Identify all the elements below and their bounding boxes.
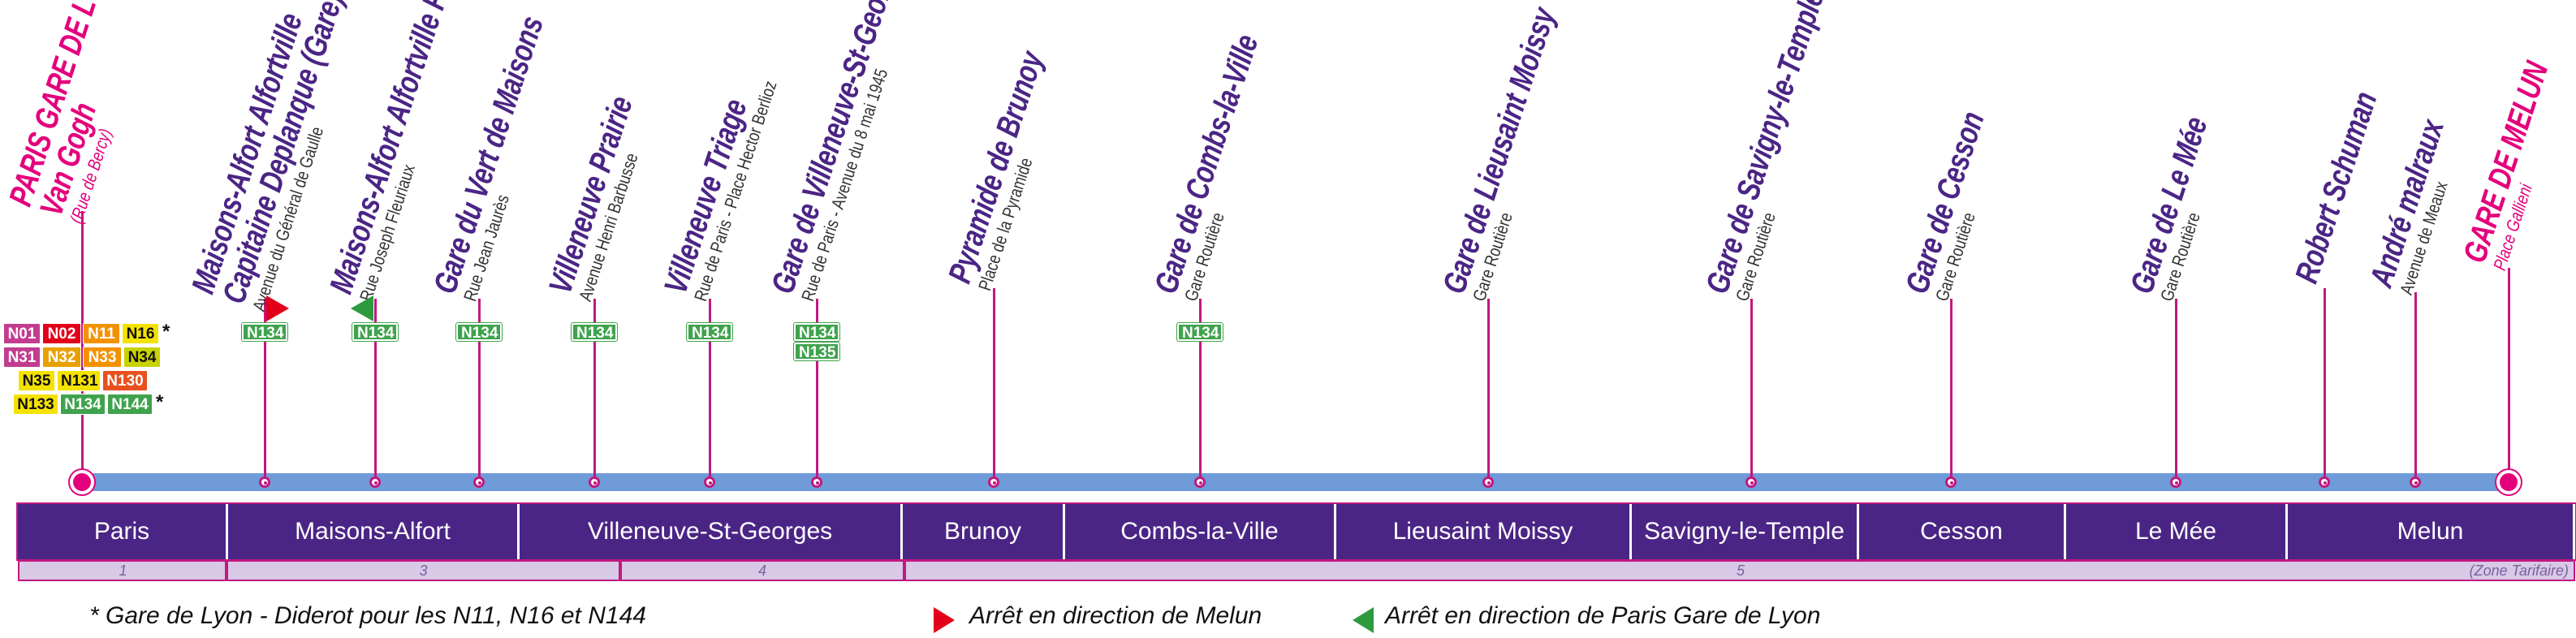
stop-connector	[374, 299, 377, 482]
stop-marker	[589, 476, 600, 488]
commune-label: Cesson	[1859, 504, 2066, 559]
gare-de-lyon-note: * Gare de Lyon - Diderot pour les N11, N…	[89, 602, 646, 629]
stop-marker	[2170, 476, 2181, 488]
commune-label: Villeneuve-St-Georges	[520, 504, 903, 559]
stop-connector	[478, 299, 481, 482]
green-flag-icon	[351, 295, 373, 321]
stop-marker	[473, 476, 485, 488]
paris-line-badge: N32	[42, 347, 81, 368]
paris-line-badge: N34	[123, 347, 161, 368]
fare-zone-band: 1 3 4 5 (Zone Tarifaire)	[18, 560, 2575, 581]
stop-connector	[2414, 292, 2417, 482]
line-badge: N134	[241, 322, 288, 342]
paris-line-badge: N144	[107, 394, 153, 415]
fare-zone: 4	[757, 563, 766, 579]
commune-label: Combs-la-Ville	[1065, 504, 1336, 559]
stop-marker	[369, 476, 381, 488]
paris-line-badge: N33	[83, 347, 122, 368]
commune-label: Maisons-Alfort	[228, 504, 520, 559]
line-badge: N134	[571, 322, 618, 342]
stop-marker	[2319, 476, 2330, 488]
stop-connector	[2324, 288, 2326, 482]
stop-connector	[593, 299, 596, 482]
direction-melun-legend: Arrêt en direction de Melun	[969, 602, 1262, 629]
fare-zone: 1	[119, 563, 127, 579]
line-badge: N134	[793, 322, 840, 342]
paris-line-badge: N134	[60, 394, 106, 415]
paris-line-badge: N130	[102, 370, 148, 391]
green-flag-icon	[1353, 607, 1374, 633]
commune-label: Brunoy	[903, 504, 1065, 559]
stop-connector	[1750, 299, 1753, 482]
route-line	[81, 473, 2509, 491]
footnote-asterisk: *	[162, 321, 170, 343]
commune-label: Savigny-le-Temple	[1632, 504, 1859, 559]
terminus-stop-marker	[2496, 470, 2521, 494]
footnote-asterisk: *	[156, 391, 164, 413]
paris-line-badge: N11	[83, 323, 120, 344]
paris-line-badge: N01	[3, 323, 41, 344]
fare-zone: 5	[1736, 563, 1745, 579]
stop-marker	[259, 476, 270, 488]
line-badge: N135	[793, 342, 840, 361]
stop-connector	[993, 288, 995, 482]
stop-marker	[1745, 476, 1757, 488]
line-badge: N134	[686, 322, 733, 342]
stop-marker	[704, 476, 715, 488]
stop-connector	[2508, 268, 2510, 482]
stop-connector	[1950, 299, 1952, 482]
red-flag-icon	[934, 607, 955, 633]
stop-marker	[1482, 476, 1494, 488]
paris-line-badge: N133	[13, 394, 58, 415]
commune-label: Paris	[18, 504, 228, 559]
stop-connector	[709, 299, 711, 482]
commune-label: Le Mée	[2066, 504, 2288, 559]
zone-separator	[225, 560, 228, 581]
stop-marker	[1945, 476, 1957, 488]
zone-separator	[619, 560, 622, 581]
terminus-stop-marker	[70, 470, 94, 494]
red-flag-icon	[266, 295, 289, 321]
line-badge: N134	[352, 322, 399, 342]
paris-line-badge: N31	[3, 347, 41, 368]
stop-marker	[988, 476, 999, 488]
stop-marker	[811, 476, 822, 488]
stop-connector	[264, 299, 266, 482]
stop-marker	[1194, 476, 1206, 488]
fare-zone-caption: (Zone Tarifaire)	[2469, 563, 2569, 579]
paris-line-badge: N35	[18, 370, 55, 391]
stop-connector	[1487, 299, 1490, 482]
line-badge: N134	[1176, 322, 1223, 342]
stop-connector	[2175, 299, 2177, 482]
zone-separator	[903, 560, 906, 581]
paris-line-badge: N02	[42, 323, 81, 344]
stop-marker	[2410, 476, 2421, 488]
stop-connector	[81, 211, 84, 482]
stop-connector	[816, 299, 818, 482]
line-badge: N134	[455, 322, 503, 342]
paris-line-badge: N16	[122, 323, 159, 344]
stop-connector	[1199, 299, 1202, 482]
stop-name: Robert Schuman	[2289, 88, 2384, 287]
direction-paris-legend: Arrêt en direction de Paris Gare de Lyon	[1385, 602, 1821, 629]
commune-label: Melun	[2288, 504, 2575, 559]
fare-zone: 3	[419, 563, 428, 579]
paris-line-badge: N131	[57, 370, 101, 391]
commune-label: Lieusaint Moissy	[1336, 504, 1632, 559]
